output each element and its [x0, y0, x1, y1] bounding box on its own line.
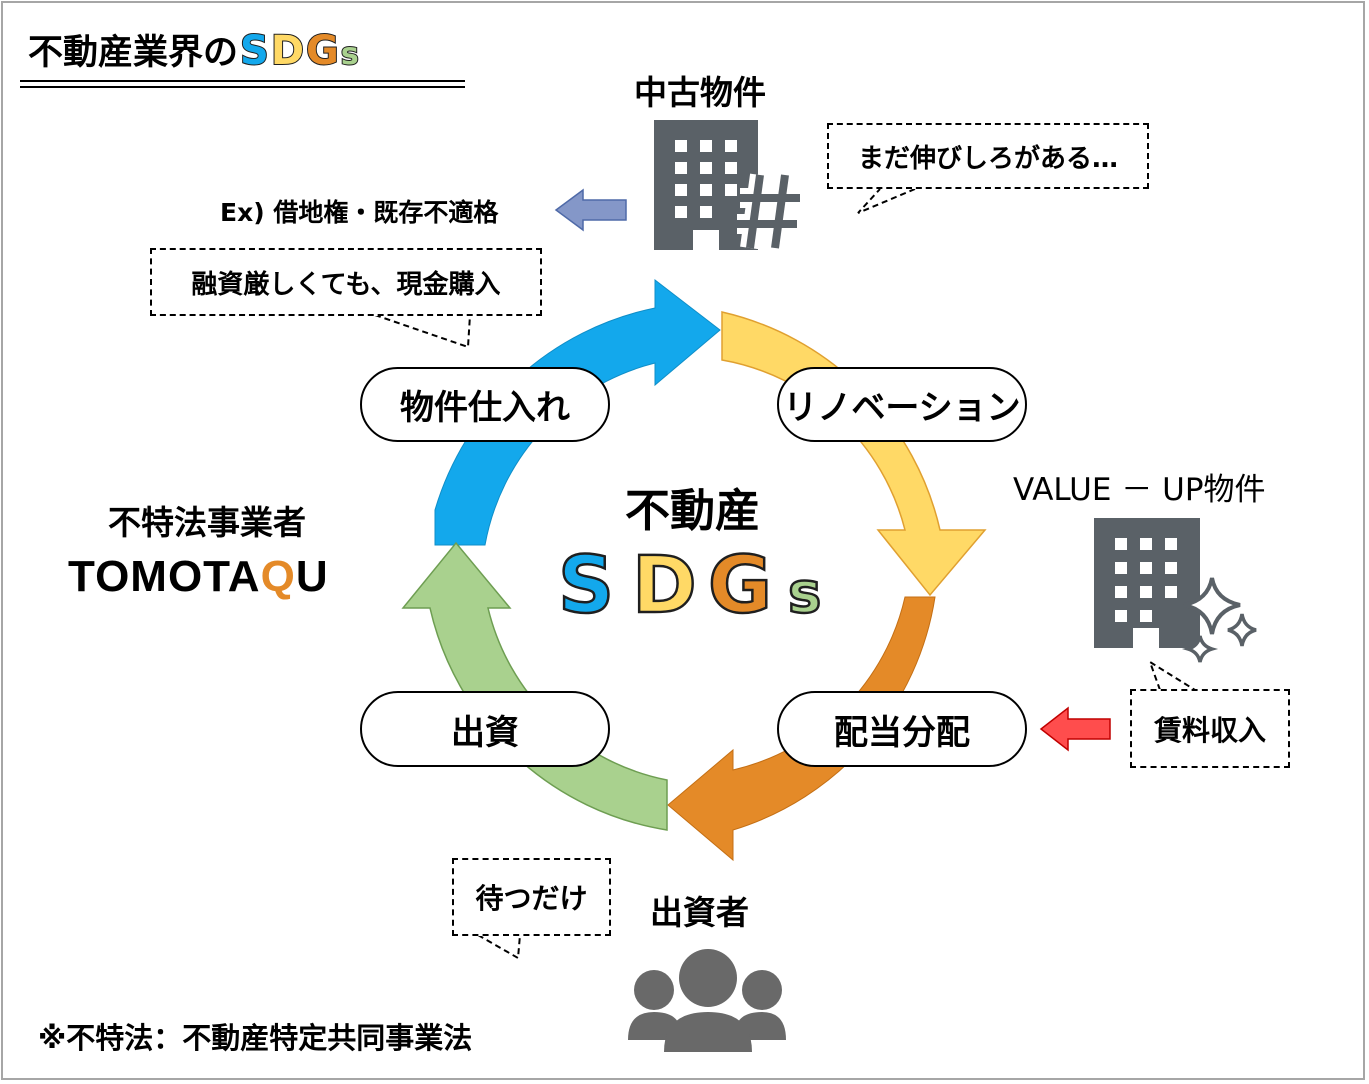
page-title: 不動産業界のSDGs — [28, 24, 360, 75]
title-underline-2 — [20, 86, 465, 88]
investor-title: 出資者 — [650, 893, 749, 932]
example-arrow — [554, 188, 627, 232]
rent-arrow — [1039, 706, 1111, 752]
tail-wait — [477, 934, 521, 960]
title-sdgs-d: D — [270, 27, 305, 75]
used-property-title: 中古物件 — [634, 73, 766, 112]
company-label: 不特法事業者 — [108, 503, 306, 542]
cycle-step-investment: 出資 — [360, 691, 610, 767]
page-title-text: 不動産業界の — [28, 33, 239, 73]
center-sdgs-small-s: s — [788, 561, 821, 626]
cycle-step-dividend: 配当分配 — [777, 691, 1027, 767]
people-group-icon — [628, 949, 786, 1052]
callout-wait: 待つだけ — [452, 858, 611, 936]
cycle-step-purchase: 物件仕入れ — [360, 367, 610, 442]
used-property-example: Ex) 借地権・既存不適格 — [220, 198, 499, 227]
cycle-arrow-green — [401, 541, 668, 831]
value-up-title: VALUE － UP物件 — [1013, 472, 1266, 508]
callout-cash: 融資厳しくても、現金購入 — [150, 248, 542, 316]
title-underline-1 — [20, 80, 465, 82]
center-sdgs-logo: S D G s — [557, 540, 823, 633]
center-heading: 不動産 — [625, 484, 761, 537]
tail-cash — [374, 314, 471, 349]
company-logo: TOMOTAQU — [68, 552, 329, 602]
callout-tails — [374, 188, 1196, 960]
company-name-accent: Q — [260, 552, 296, 601]
tail-rent — [1148, 659, 1196, 691]
cycle-step-renovation: リノベーション — [777, 367, 1027, 442]
title-sdgs-small-s: s — [340, 36, 360, 73]
center-sdgs-g: G — [708, 541, 772, 631]
title-sdgs-g: G — [305, 27, 340, 75]
company-name-prefix: TOMOTA — [68, 552, 261, 601]
title-sdgs-s: S — [239, 27, 270, 75]
callout-potential: まだ伸びしろがある… — [827, 123, 1149, 189]
building-sparkle-icon — [1094, 518, 1257, 663]
center-sdgs-d: D — [632, 541, 697, 631]
tail-potential — [857, 188, 916, 214]
callout-rent: 賃料収入 — [1130, 689, 1290, 768]
footnote: ※不特法：不動産特定共同事業法 — [38, 1021, 473, 1055]
company-name-suffix: U — [295, 552, 329, 601]
building-hash-icon — [654, 120, 800, 250]
center-sdgs-s: S — [558, 541, 614, 631]
